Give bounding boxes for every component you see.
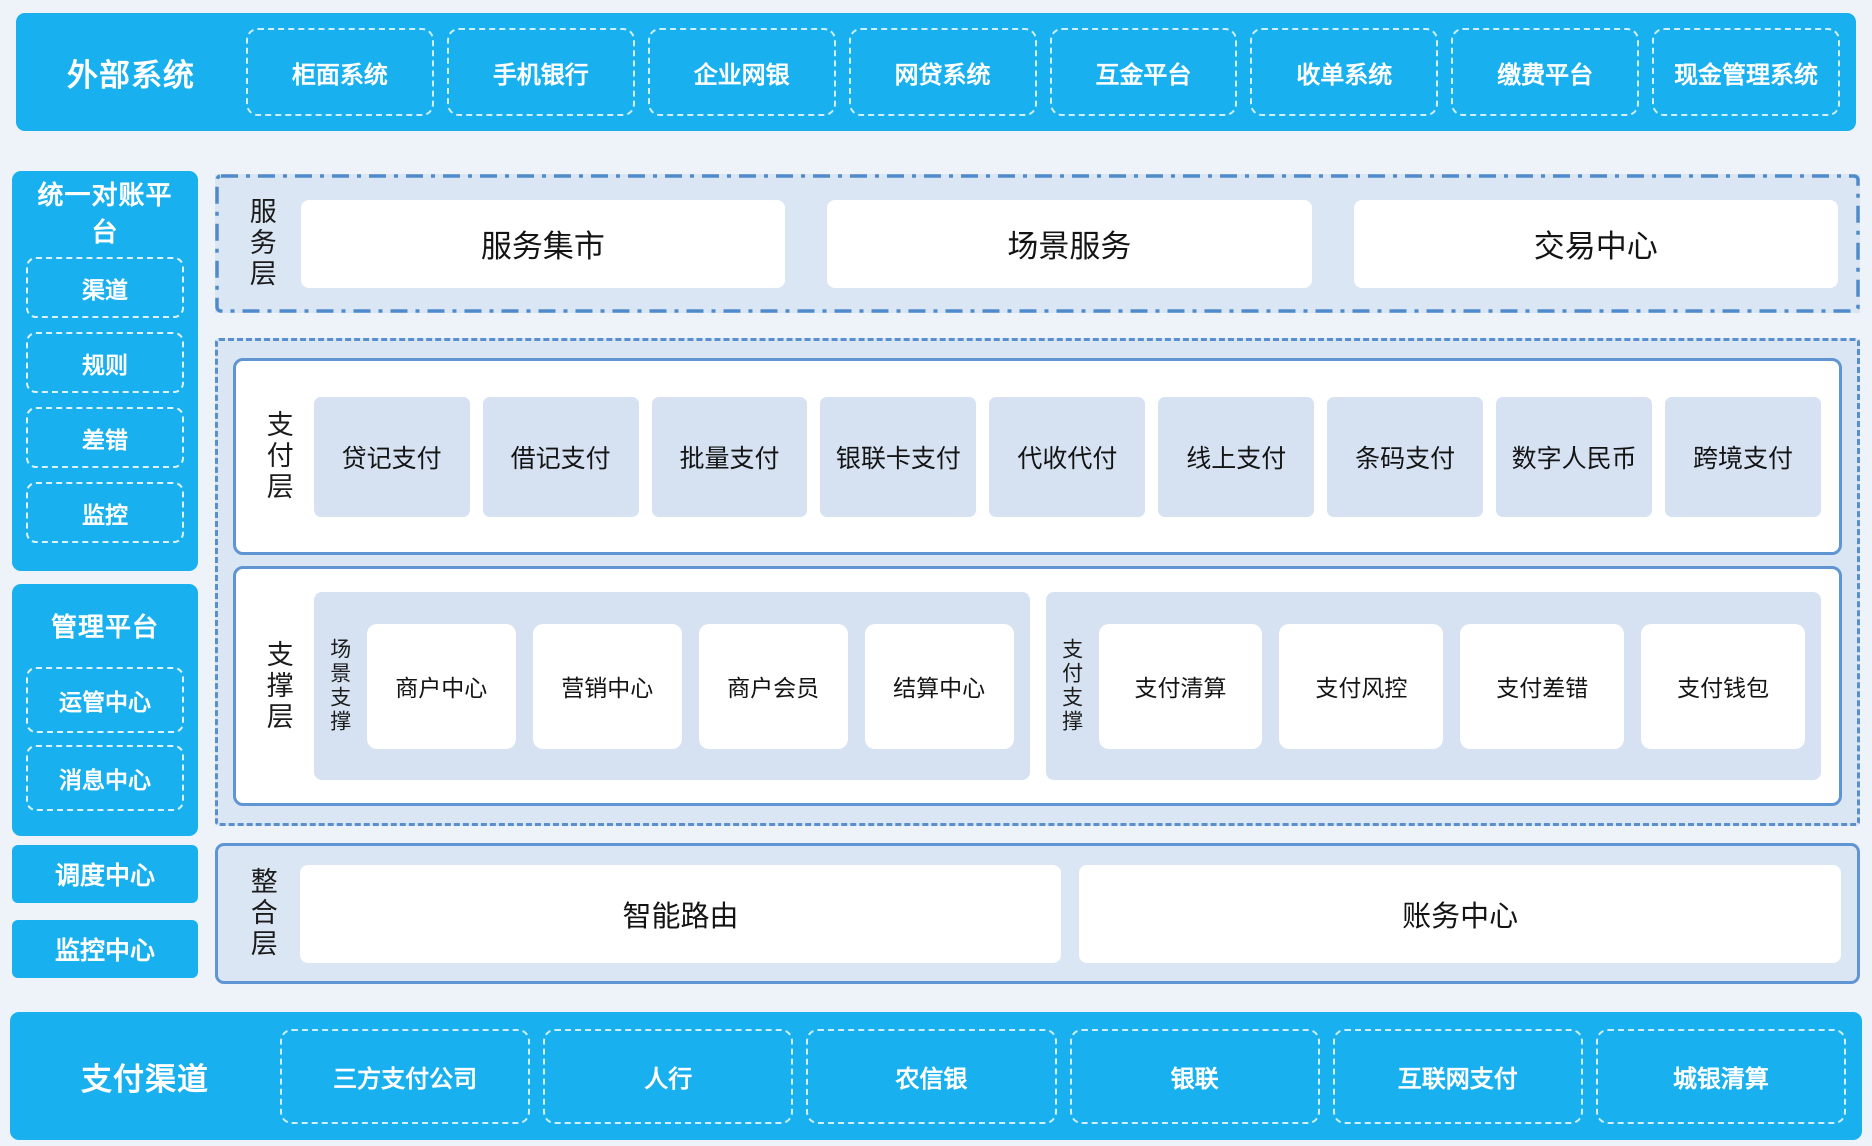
external-system-item: 柜面系统 bbox=[246, 28, 434, 116]
scene-support-label: 场景支撑 bbox=[327, 638, 351, 734]
payment-channels-bar: 支付渠道 三方支付公司 人行 农信银 银联 互联网支付 城银清算 bbox=[10, 1012, 1862, 1140]
payment-item: 代收代付 bbox=[989, 396, 1146, 517]
payment-channel-item: 三方支付公司 bbox=[280, 1028, 531, 1124]
external-system-item: 缴费平台 bbox=[1451, 28, 1640, 116]
external-system-item: 互金平台 bbox=[1049, 28, 1238, 116]
support-layer-label: 支撑层 bbox=[262, 639, 293, 733]
integration-layer-box: 整合层 智能路由 账务中心 bbox=[215, 843, 1860, 984]
payment-support-item: 支付钱包 bbox=[1641, 623, 1805, 749]
payment-layer-box: 支付层 贷记支付 借记支付 批量支付 银联卡支付 代收代付 线上支付 条码支付 … bbox=[233, 358, 1842, 555]
scene-support-item: 商户中心 bbox=[366, 623, 516, 749]
payment-support-item: 支付清算 bbox=[1098, 623, 1263, 749]
payment-support-group: 支付支撑 支付清算 支付风控 支付差错 支付钱包 bbox=[1045, 592, 1821, 780]
reconciliation-platform-block: 统一对账平台 渠道 规则 差错 监控 bbox=[12, 171, 198, 571]
external-systems-items: 柜面系统 手机银行 企业网银 网贷系统 互金平台 收单系统 缴费平台 现金管理系… bbox=[246, 28, 1840, 116]
reconciliation-item: 渠道 bbox=[26, 257, 184, 318]
scene-support-item: 营销中心 bbox=[532, 623, 682, 749]
reconciliation-platform-title: 统一对账平台 bbox=[37, 180, 173, 247]
payment-item: 数字人民币 bbox=[1496, 396, 1653, 517]
service-item: 场景服务 bbox=[827, 199, 1312, 288]
integration-layer-items: 智能路由 账务中心 bbox=[299, 864, 1841, 963]
support-layer-box: 支撑层 场景支撑 商户中心 营销中心 商户会员 结算中心 支付支撑 支付清算 支… bbox=[233, 566, 1842, 806]
payment-channels-title: 支付渠道 bbox=[81, 1061, 209, 1097]
service-layer-items: 服务集市 场景服务 交易中心 bbox=[300, 199, 1838, 288]
management-platform-title: 管理平台 bbox=[50, 611, 159, 642]
payment-support-label: 支付支撑 bbox=[1059, 638, 1083, 734]
payment-channel-item: 互联网支付 bbox=[1332, 1028, 1583, 1124]
payment-item: 银联卡支付 bbox=[820, 396, 977, 517]
reconciliation-item: 监控 bbox=[26, 482, 184, 543]
payment-item: 线上支付 bbox=[1158, 396, 1315, 517]
payment-support-item: 支付风控 bbox=[1279, 623, 1444, 749]
payment-layer-label: 支付层 bbox=[262, 410, 293, 503]
payment-item: 贷记支付 bbox=[313, 396, 470, 517]
external-systems-title: 外部系统 bbox=[67, 57, 195, 93]
service-layer-label: 服务层 bbox=[245, 197, 276, 290]
payment-channel-item: 人行 bbox=[543, 1028, 794, 1124]
support-layer-groups: 场景支撑 商户中心 营销中心 商户会员 结算中心 支付支撑 支付清算 支付风控 … bbox=[313, 592, 1821, 780]
management-item: 运管中心 bbox=[26, 667, 184, 734]
reconciliation-item: 差错 bbox=[26, 407, 184, 468]
service-item: 服务集市 bbox=[300, 199, 786, 288]
external-system-item: 现金管理系统 bbox=[1652, 28, 1840, 116]
service-layer-box: 服务层 服务集市 场景服务 交易中心 bbox=[215, 174, 1860, 313]
payment-item: 条码支付 bbox=[1327, 396, 1484, 517]
monitor-center-block: 监控中心 bbox=[12, 920, 198, 978]
payment-support-layers-container: 支付层 贷记支付 借记支付 批量支付 银联卡支付 代收代付 线上支付 条码支付 … bbox=[215, 338, 1860, 826]
payment-layer-items: 贷记支付 借记支付 批量支付 银联卡支付 代收代付 线上支付 条码支付 数字人民… bbox=[313, 396, 1821, 517]
management-item: 消息中心 bbox=[26, 744, 184, 811]
payment-channel-item: 农信银 bbox=[806, 1028, 1057, 1124]
external-systems-bar: 外部系统 柜面系统 手机银行 企业网银 网贷系统 互金平台 收单系统 缴费平台 … bbox=[16, 13, 1856, 131]
scene-support-items: 商户中心 营销中心 商户会员 结算中心 bbox=[366, 623, 1014, 749]
reconciliation-platform-items: 渠道 规则 差错 监控 bbox=[26, 243, 184, 557]
integration-layer-label: 整合层 bbox=[246, 867, 277, 960]
payment-channels-items: 三方支付公司 人行 农信银 银联 互联网支付 城银清算 bbox=[280, 1028, 1847, 1124]
payment-support-items: 支付清算 支付风控 支付差错 支付钱包 bbox=[1098, 623, 1805, 749]
payment-channel-item: 城银清算 bbox=[1595, 1028, 1847, 1124]
payment-support-item: 支付差错 bbox=[1460, 623, 1625, 749]
management-platform-items: 运管中心 消息中心 bbox=[26, 656, 184, 822]
external-system-item: 收单系统 bbox=[1250, 28, 1439, 116]
reconciliation-item: 规则 bbox=[26, 332, 184, 393]
payment-item: 跨境支付 bbox=[1665, 396, 1821, 517]
payment-item: 借记支付 bbox=[482, 396, 639, 517]
dispatch-center-block: 调度中心 bbox=[12, 845, 198, 903]
integration-item: 账务中心 bbox=[1079, 864, 1841, 963]
payment-channel-item: 银联 bbox=[1069, 1028, 1320, 1124]
external-system-item: 企业网银 bbox=[647, 28, 836, 116]
payment-item: 批量支付 bbox=[651, 396, 808, 517]
external-system-item: 手机银行 bbox=[446, 28, 635, 116]
scene-support-group: 场景支撑 商户中心 营销中心 商户会员 结算中心 bbox=[313, 592, 1030, 780]
scene-support-item: 商户会员 bbox=[698, 623, 848, 749]
management-platform-block: 管理平台 运管中心 消息中心 bbox=[12, 584, 198, 836]
external-system-item: 网贷系统 bbox=[848, 28, 1037, 116]
scene-support-item: 结算中心 bbox=[864, 623, 1014, 749]
integration-item: 智能路由 bbox=[299, 864, 1062, 963]
service-item: 交易中心 bbox=[1353, 199, 1838, 288]
